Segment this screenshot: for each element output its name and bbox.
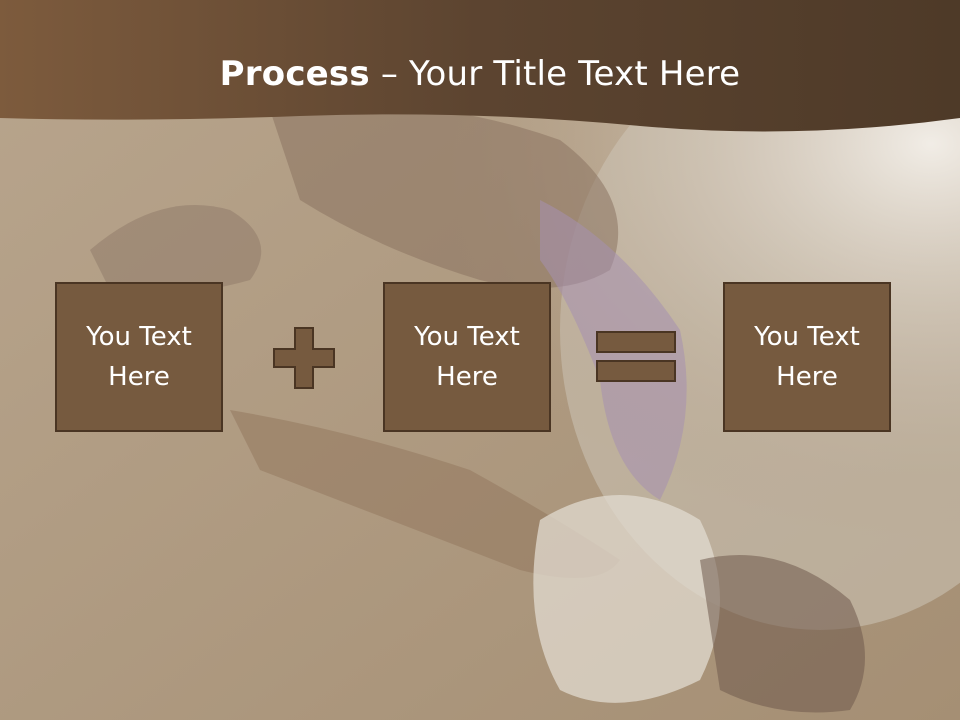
- title-text: Your Title Text Here: [409, 54, 741, 94]
- process-box-3-text: You Text Here: [754, 322, 860, 392]
- plus-icon: [273, 327, 335, 389]
- process-box-2-text: You Text Here: [414, 322, 520, 392]
- header-band: [0, 0, 960, 132]
- process-box-3[interactable]: You Text Here: [723, 282, 891, 432]
- equals-icon: [596, 331, 676, 382]
- process-box-1[interactable]: You Text Here: [55, 282, 223, 432]
- page-title: Process – Your Title Text Here: [0, 54, 960, 94]
- title-bold: Process: [219, 54, 370, 94]
- process-box-2[interactable]: You Text Here: [383, 282, 551, 432]
- process-box-1-text: You Text Here: [86, 322, 192, 392]
- title-separator: –: [369, 54, 410, 94]
